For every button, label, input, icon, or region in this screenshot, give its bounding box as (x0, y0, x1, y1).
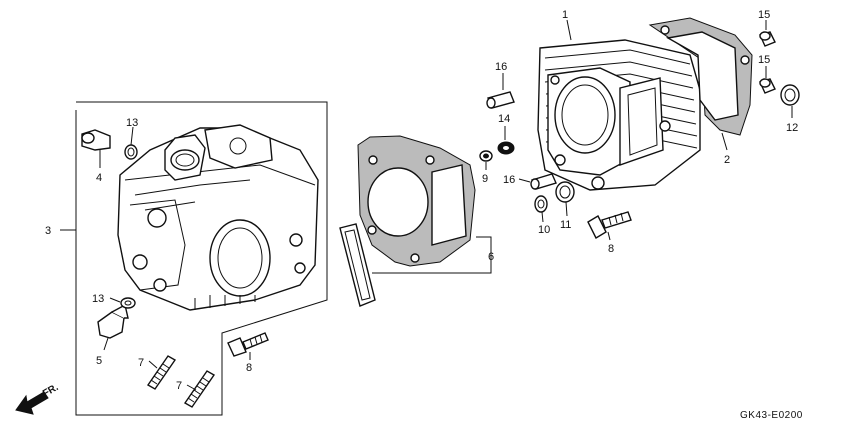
callout-7-left: 7 (138, 357, 144, 369)
callout-13-upper: 13 (126, 117, 138, 129)
seal-part-11 (555, 181, 575, 217)
dowel-part-15-lower (759, 66, 776, 94)
callout-13-lower: 13 (92, 293, 104, 305)
base-gasket-part-2 (648, 17, 753, 151)
callout-15-lower: 15 (758, 54, 770, 66)
nut-part-9 (479, 150, 493, 170)
callout-7-right: 7 (176, 380, 182, 392)
callout-10: 10 (538, 224, 550, 236)
callout-16-lower: 16 (503, 174, 515, 186)
bolt-part-8-right (587, 211, 632, 241)
cylinder-head-frame (60, 101, 328, 416)
callout-14: 14 (498, 113, 510, 125)
callout-2: 2 (724, 154, 730, 166)
callout-12: 12 (786, 122, 798, 134)
seal-gasket-part-6 (339, 223, 376, 307)
callout-5: 5 (96, 355, 102, 367)
bolt-part-8-left (227, 332, 269, 360)
stud-part-7-left (146, 355, 177, 390)
bolt-part-4 (81, 129, 111, 168)
cylinder-part-1 (537, 19, 701, 191)
gasket-bracket-6 (372, 236, 492, 274)
diagram-code: GK43-E0200 (740, 410, 803, 421)
head-gasket-part-6 (357, 135, 476, 267)
fitting-part-5 (97, 303, 129, 351)
callout-15-upper: 15 (758, 9, 770, 21)
washer-part-13-upper (124, 126, 138, 160)
dowel-part-15-upper (759, 20, 776, 47)
stud-part-7-right (183, 370, 216, 408)
washer-part-10 (534, 195, 548, 223)
oil-seal-part-12 (780, 84, 800, 118)
direction-label: FR. (41, 382, 61, 400)
callout-labels: 1 2 3 4 5 6 7 7 8 8 9 10 11 12 13 13 14 … (45, 9, 798, 392)
callout-8-left: 8 (246, 362, 252, 374)
callout-6: 6 (488, 251, 494, 263)
callout-1: 1 (562, 9, 568, 21)
dowel-part-16-lower (518, 173, 557, 190)
callout-9: 9 (482, 173, 488, 185)
callout-3: 3 (45, 225, 51, 237)
callout-4: 4 (96, 172, 102, 184)
washer-part-13-lower (109, 297, 136, 309)
dowel-part-16-upper (486, 73, 515, 109)
callout-8-right: 8 (608, 243, 614, 255)
front-direction-arrow-icon: FR. (15, 382, 61, 415)
callout-16-upper: 16 (495, 61, 507, 73)
callout-11: 11 (560, 219, 571, 231)
washer-part-14 (497, 126, 515, 155)
cylinder-head (117, 124, 319, 311)
